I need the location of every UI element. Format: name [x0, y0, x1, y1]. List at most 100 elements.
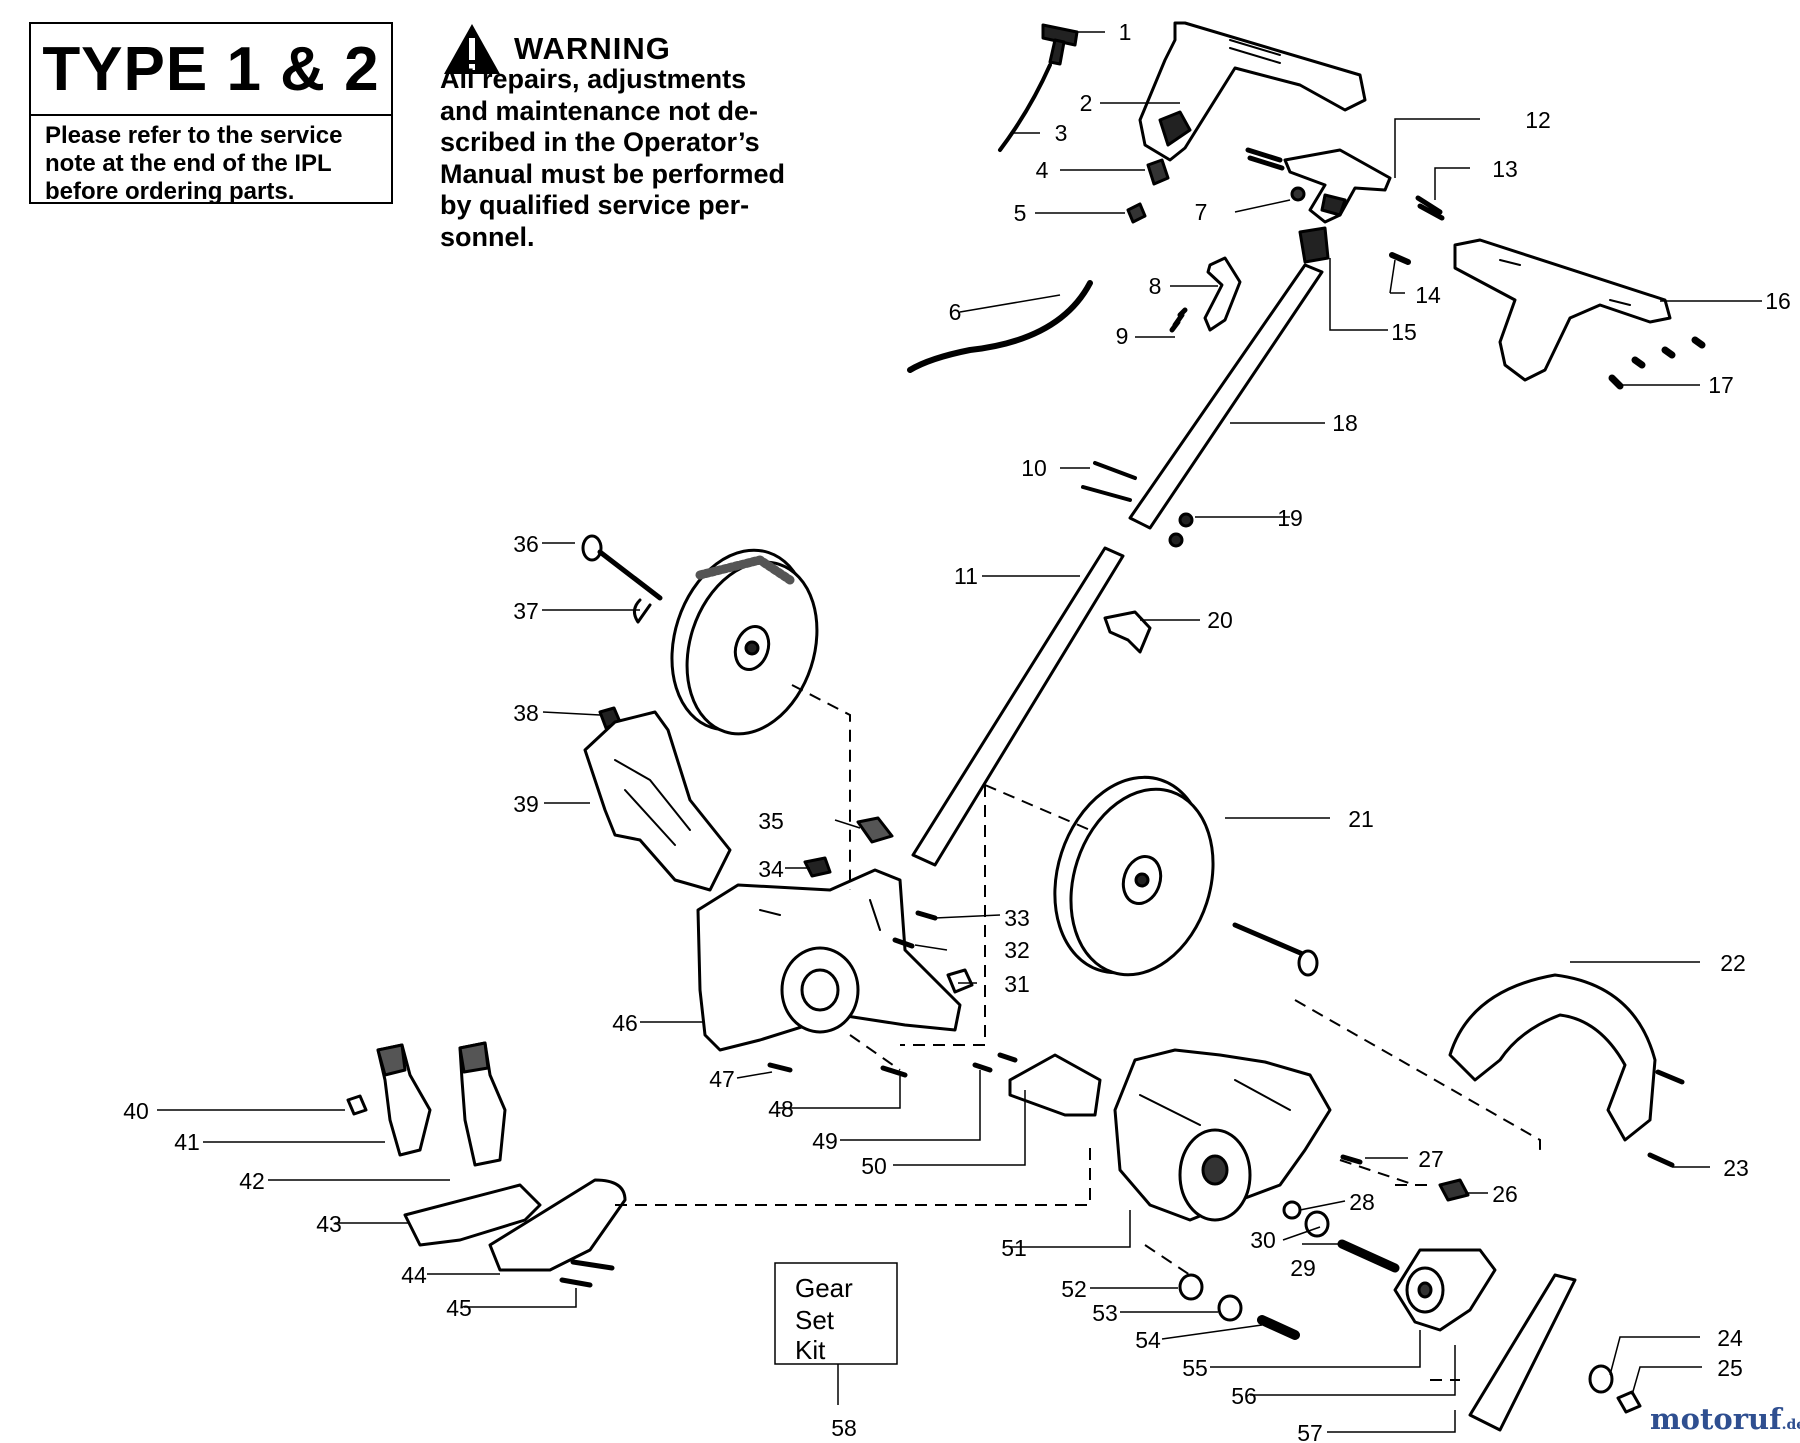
callout-16: 16 [1765, 288, 1791, 314]
part-bolt-55 [1257, 1315, 1300, 1340]
callout-31: 31 [1004, 971, 1030, 997]
callout-35: 35 [758, 808, 784, 834]
callout-17: 17 [1708, 372, 1734, 398]
part-cable [907, 280, 1093, 373]
part-throttle-handle [998, 23, 1079, 152]
callout-19: 19 [1277, 505, 1303, 531]
kit-line-2: Set [795, 1305, 835, 1335]
callout-9: 9 [1116, 323, 1129, 349]
callout-21: 21 [1348, 806, 1374, 832]
part-blade-holder-42 [458, 1041, 507, 1167]
gear-set-kit-box: Gear Set Kit [774, 1262, 898, 1365]
type-notice-box: TYPE 1 & 2 Please refer to the service n… [29, 22, 393, 205]
callout-18: 18 [1332, 410, 1358, 436]
callout-leaders [157, 31, 1762, 1433]
callout-55: 55 [1182, 1355, 1208, 1381]
callout-20: 20 [1207, 607, 1233, 633]
part-tube-bolts [1081, 461, 1194, 548]
part-screw-27 [1340, 1154, 1363, 1165]
callout-29: 29 [1290, 1255, 1316, 1281]
callout-53: 53 [1092, 1300, 1118, 1326]
callout-30: 30 [1250, 1227, 1276, 1253]
part-blade-44 [488, 1178, 627, 1272]
service-note: Please refer to the service note at the … [45, 122, 343, 205]
warning-text: All repairs, adjustments and maintenance… [440, 64, 786, 252]
part-gear-case [1113, 1048, 1332, 1222]
callout-32: 32 [1004, 937, 1030, 963]
part-upper-handle [1138, 21, 1367, 162]
warning-triangle-icon [444, 24, 500, 74]
callout-14: 14 [1415, 282, 1441, 308]
callout-28: 28 [1349, 1189, 1375, 1215]
part-callout-numbers: 1 2 3 4 5 6 7 8 9 10 11 12 13 14 15 16 1… [123, 19, 1791, 1443]
part-wheel-front [1053, 775, 1319, 977]
warning-title: WARNING [514, 31, 671, 66]
part-bracket-34 [803, 856, 832, 878]
part-grommet [1298, 226, 1330, 264]
part-screws-23 [1647, 1069, 1685, 1168]
part-blade-guard [1448, 973, 1657, 1142]
callout-57: 57 [1297, 1420, 1323, 1443]
part-clip [1203, 256, 1242, 332]
kit-line-3: Kit [795, 1335, 826, 1365]
kit-line-1: Gear [795, 1273, 853, 1303]
part-pin [1169, 307, 1188, 333]
part-handle-bracket [1453, 238, 1706, 390]
callout-47: 47 [709, 1066, 735, 1092]
callout-26: 26 [1492, 1181, 1518, 1207]
part-washer-24 [1588, 1364, 1614, 1394]
part-mount-plate [1008, 1053, 1102, 1117]
callout-37: 37 [513, 598, 539, 624]
callout-25: 25 [1717, 1355, 1743, 1381]
callout-39: 39 [513, 791, 539, 817]
part-edger-blade [1468, 1273, 1577, 1432]
part-switch-bracket [1245, 147, 1445, 265]
callout-13: 13 [1492, 156, 1518, 182]
callout-36: 36 [513, 531, 539, 557]
callout-38: 38 [513, 700, 539, 726]
callout-22: 22 [1720, 950, 1746, 976]
part-nut-40 [346, 1094, 368, 1116]
part-nut-25 [1616, 1390, 1642, 1414]
callout-11: 11 [954, 563, 978, 589]
part-edger-bracket [583, 710, 732, 892]
watermark-logo: motoruf.de [1650, 1402, 1800, 1436]
part-gear-housing [696, 868, 962, 1052]
part-tube-clip [1103, 610, 1152, 654]
callout-50: 50 [861, 1153, 887, 1179]
callout-27: 27 [1418, 1146, 1444, 1172]
part-washer-30 [1304, 1210, 1330, 1238]
warning-header: WARNING [442, 22, 671, 76]
part-screws-32-33 [892, 910, 938, 949]
callout-46: 46 [612, 1010, 638, 1036]
part-blade-43 [403, 1183, 542, 1247]
callout-42: 42 [239, 1168, 265, 1194]
part-shaft [1337, 1239, 1400, 1273]
part-nut-35 [856, 816, 894, 844]
part-wheel-rear [670, 548, 819, 736]
callout-1: 1 [1119, 19, 1132, 45]
callout-52: 52 [1061, 1276, 1087, 1302]
callout-40: 40 [123, 1098, 149, 1124]
callout-51: 51 [1001, 1235, 1027, 1261]
callout-48: 48 [768, 1096, 794, 1122]
watermark-suffix: .de [1781, 1417, 1800, 1433]
callout-7: 7 [1195, 199, 1208, 225]
type-title: TYPE 1 & 2 [31, 24, 391, 116]
part-washer-53 [1217, 1294, 1243, 1322]
callout-15: 15 [1391, 319, 1417, 345]
callout-43: 43 [316, 1211, 342, 1237]
part-washer-52 [1178, 1273, 1204, 1301]
callout-54: 54 [1135, 1327, 1161, 1353]
callout-2: 2 [1080, 90, 1093, 116]
callout-34: 34 [758, 856, 784, 882]
callout-10: 10 [1021, 455, 1047, 481]
part-small-hardware-top [1126, 158, 1306, 224]
callout-5: 5 [1014, 200, 1027, 226]
part-cap-26 [1438, 1178, 1470, 1202]
callout-44: 44 [401, 1262, 427, 1288]
callout-8: 8 [1149, 273, 1162, 299]
part-upper-tube [1128, 263, 1324, 530]
callout-56: 56 [1231, 1383, 1257, 1409]
